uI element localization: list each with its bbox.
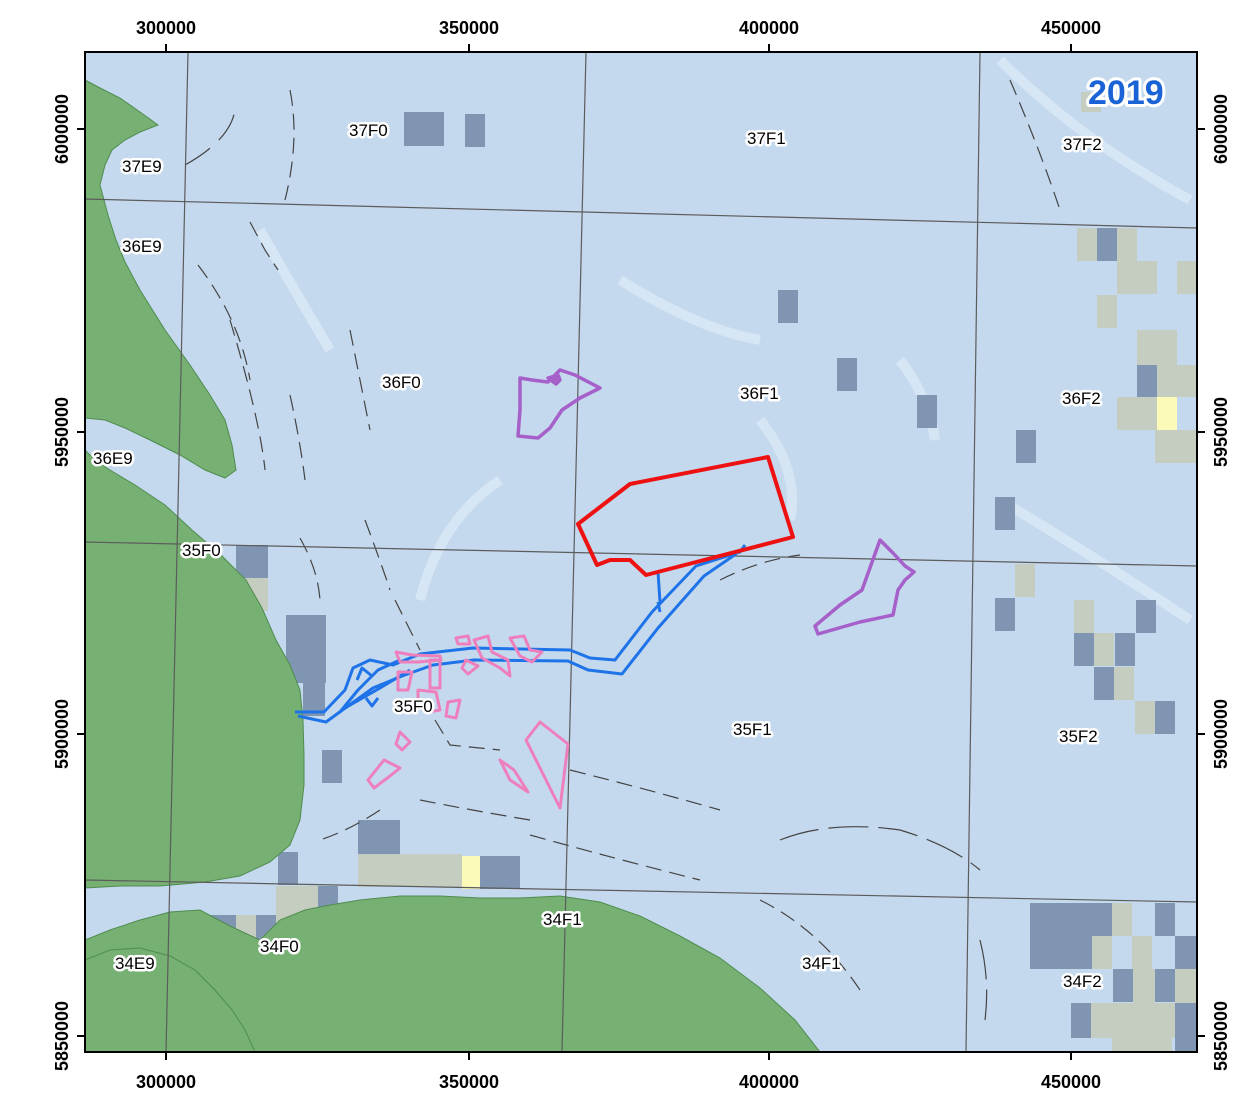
grid-label-37F1: 37F1 xyxy=(747,129,786,148)
right-tick-5950000: 5950000 xyxy=(1211,397,1231,467)
grid-label-34F1-coast: 34F1 xyxy=(543,910,582,929)
year-label: 2019 xyxy=(1088,74,1164,112)
pink-zones xyxy=(366,634,570,810)
effort-cells-high xyxy=(462,397,1177,889)
grid-label-37F2: 37F2 xyxy=(1063,135,1102,154)
grid-label-34F2: 34F2 xyxy=(1063,972,1102,991)
grid-label-36E9-south: 36E9 xyxy=(93,449,133,468)
map-frame xyxy=(84,51,1198,1053)
grid-label-36F2: 36F2 xyxy=(1062,389,1101,408)
cable-route-outline xyxy=(295,544,747,724)
grid-label-36E9-north: 36E9 xyxy=(122,237,162,256)
bottom-tick-450000: 450000 xyxy=(1041,1072,1101,1092)
grid-label-36F1: 36F1 xyxy=(740,384,779,403)
bottom-axis-labels: 300000 350000 400000 450000 xyxy=(136,1072,1101,1092)
bottom-tick-400000: 400000 xyxy=(739,1072,799,1092)
top-tick-350000: 350000 xyxy=(439,18,499,38)
grid-label-35F0-west: 35F0 xyxy=(182,541,221,560)
purple-zones xyxy=(516,368,916,636)
land-areas xyxy=(85,79,821,1052)
left-tick-5950000: 5950000 xyxy=(52,397,72,467)
grid-label-34F0: 34F0 xyxy=(260,937,299,956)
depth-contours xyxy=(184,79,1061,1021)
grid-label-35F1: 35F1 xyxy=(733,720,772,739)
left-tick-6000000: 6000000 xyxy=(52,94,72,164)
grid-label-34F1: 34F1 xyxy=(802,954,841,973)
grid-label-35F2: 35F2 xyxy=(1059,727,1098,746)
bottom-tick-350000: 350000 xyxy=(439,1072,499,1092)
top-tick-400000: 400000 xyxy=(739,18,799,38)
grid-label-36F0: 36F0 xyxy=(382,373,421,392)
grid-label-34E9: 34E9 xyxy=(115,954,155,973)
right-axis-labels: 6000000 5950000 5900000 5850000 xyxy=(1211,94,1231,1071)
right-tick-5850000: 5850000 xyxy=(1211,1001,1231,1071)
tick-marks xyxy=(77,44,1205,1060)
top-tick-300000: 300000 xyxy=(136,18,196,38)
right-tick-5900000: 5900000 xyxy=(1211,699,1231,769)
grid-label-35F0: 35F0 xyxy=(394,697,433,716)
ices-rectangle-labels: 37F0 37F1 37F2 37E9 36E9 36F0 36F1 36F2 … xyxy=(91,119,1105,994)
top-axis-labels: 300000 350000 400000 450000 xyxy=(136,18,1101,38)
left-axis-labels: 6000000 5950000 5900000 5850000 xyxy=(52,94,72,1071)
effort-cells-dark xyxy=(196,112,1197,1052)
wind-farm-zone-red xyxy=(576,455,795,577)
grid-label-37E9: 37E9 xyxy=(122,157,162,176)
left-tick-5900000: 5900000 xyxy=(52,699,72,769)
grid-label-37F0: 37F0 xyxy=(349,121,388,140)
top-tick-450000: 450000 xyxy=(1041,18,1101,38)
sea-area xyxy=(85,52,1197,1052)
ices-grid-lines xyxy=(85,52,1197,1052)
left-tick-5850000: 5850000 xyxy=(52,1001,72,1071)
bottom-tick-300000: 300000 xyxy=(136,1072,196,1092)
right-tick-6000000: 6000000 xyxy=(1211,94,1231,164)
